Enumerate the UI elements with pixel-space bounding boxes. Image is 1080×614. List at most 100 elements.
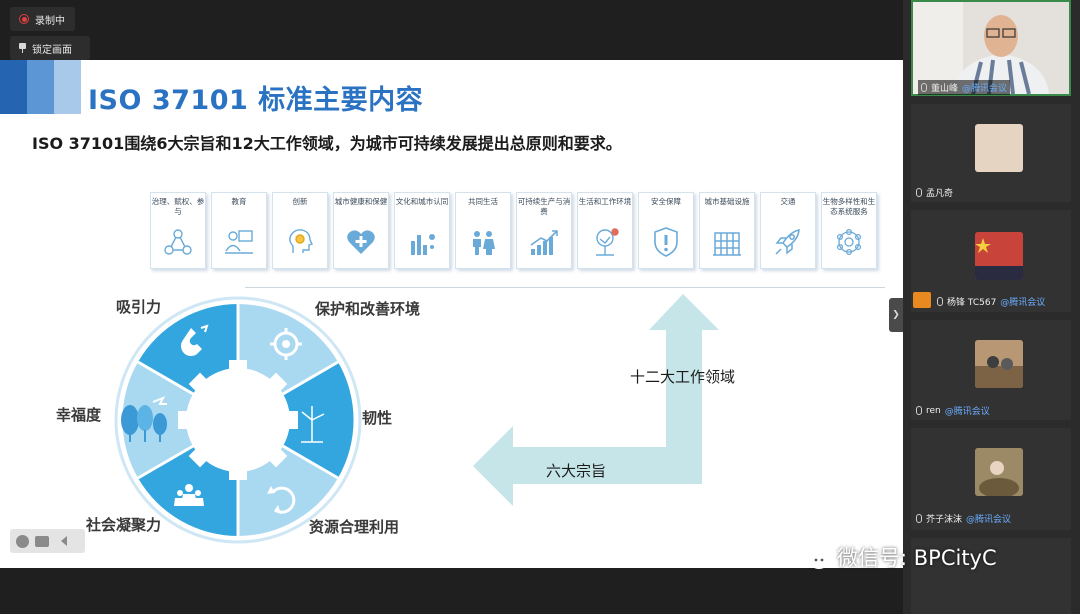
- domain-card: 城市基础设施: [699, 192, 755, 269]
- domain-label: 生物多样性和生态系统服务: [822, 197, 876, 216]
- participant-tag: @腾讯会议: [962, 84, 1008, 94]
- panel-toggle-button[interactable]: ❯: [889, 298, 903, 332]
- community-icon: [174, 484, 204, 506]
- domain-card: 生活和工作环境: [577, 192, 633, 269]
- wind-turbine-icon: [301, 406, 325, 443]
- growth-icon: [530, 230, 558, 255]
- avatar: [975, 448, 1023, 496]
- participant-name-row: 董山峰@腾讯会议: [918, 80, 1011, 95]
- avatar-image: [975, 340, 1023, 388]
- participant-name: 杨锋 TC567: [947, 298, 997, 308]
- recording-indicator[interactable]: 录制中: [10, 7, 75, 31]
- purpose-wellbeing: 幸福度: [56, 406, 102, 424]
- recording-label: 录制中: [35, 15, 65, 27]
- domain-card: 城市健康和保健: [333, 192, 389, 269]
- domain-row: 治理、赋权、参与 教育 创新 城市健康和保健 文化和城市认同 共同生活: [150, 192, 877, 269]
- participant-tile[interactable]: [911, 538, 1071, 614]
- six-purposes-label: 六大宗旨: [546, 462, 607, 480]
- wechat-icon: [796, 543, 829, 569]
- settings-gear-icon: [270, 328, 302, 360]
- watermark-text: 微信号: BPCityC: [837, 546, 997, 570]
- domain-card: 可持续生产与消费: [516, 192, 572, 269]
- participant-name: 孟凡奇: [926, 189, 954, 199]
- domain-label: 安全保障: [651, 197, 681, 206]
- participant-panel: 董山峰@腾讯会议 孟凡奇 杨锋 TC567@腾讯会议: [903, 0, 1080, 614]
- purpose-resource-use: 资源合理利用: [309, 518, 400, 536]
- tree-icon: [596, 228, 619, 256]
- participant-tag: @腾讯会议: [944, 407, 990, 417]
- video-feed: [913, 2, 1069, 94]
- purpose-wheel: [114, 296, 362, 544]
- purpose-resilience: 韧性: [362, 409, 393, 427]
- domain-card: 共同生活: [455, 192, 511, 269]
- domain-card: 创新: [272, 192, 328, 269]
- mic-icon: [916, 406, 922, 415]
- rocket-icon: [775, 229, 800, 255]
- domain-label: 教育: [231, 197, 247, 206]
- participant-name: 芥子沫沫: [926, 515, 963, 525]
- purpose-environment: 保护和改善环境: [315, 300, 421, 318]
- slide-subtitle: ISO 37101围绕6大宗旨和12大工作领域，为城市可持续发展提出总原则和要求…: [32, 134, 622, 153]
- domain-card: 安全保障: [638, 192, 694, 269]
- lock-screen-button[interactable]: 锁定画面: [10, 36, 90, 60]
- avatar: [975, 340, 1023, 388]
- heart-cross-icon: [347, 230, 375, 254]
- domain-card: 治理、赋权、参与: [150, 192, 206, 269]
- host-badge-icon: [913, 292, 931, 308]
- record-icon: [19, 14, 29, 24]
- participant-tag: @腾讯会议: [966, 515, 1012, 525]
- mic-icon: [921, 83, 927, 92]
- domain-label: 可持续生产与消费: [517, 197, 571, 216]
- domain-card: 教育: [211, 192, 267, 269]
- decor-strip: [54, 60, 81, 114]
- domain-card: 交通: [760, 192, 816, 269]
- shield-icon: [654, 227, 678, 257]
- participant-tile[interactable]: 孟凡奇: [911, 104, 1071, 202]
- domain-card: 文化和城市认同: [394, 192, 450, 269]
- participant-name: ren: [926, 405, 941, 416]
- domain-label: 创新: [292, 197, 308, 206]
- mic-icon: [916, 188, 922, 197]
- eco-icon: [836, 228, 862, 256]
- avatar: [975, 124, 1023, 172]
- domain-label: 共同生活: [468, 197, 498, 206]
- avatar: [975, 232, 1023, 280]
- decor-strip: [0, 60, 27, 114]
- network-icon: [164, 229, 192, 255]
- flag-image: [975, 232, 1023, 280]
- participant-name-row: 杨锋 TC567@腾讯会议: [937, 295, 1045, 308]
- divider-line: [245, 287, 885, 288]
- teacher-icon: [225, 230, 253, 254]
- participant-tile[interactable]: 杨锋 TC567@腾讯会议: [911, 210, 1071, 312]
- twelve-domains-label: 十二大工作领域: [630, 368, 736, 386]
- participant-tile[interactable]: 董山峰@腾讯会议: [911, 0, 1071, 96]
- mic-icon: [916, 514, 922, 523]
- collapse-left-icon[interactable]: [61, 536, 67, 546]
- mic-icon: [937, 297, 943, 306]
- chat-icon[interactable]: [35, 535, 49, 547]
- domain-label: 治理、赋权、参与: [151, 197, 205, 216]
- participant-name: 董山峰: [931, 84, 959, 94]
- recycle-icon: [267, 486, 296, 514]
- music-icon: [411, 234, 435, 255]
- domain-label: 生活和工作环境: [578, 197, 632, 206]
- bulb-head-icon: [289, 229, 313, 253]
- participant-name-row: ren@腾讯会议: [916, 404, 990, 417]
- domain-label: 文化和城市认同: [395, 197, 449, 206]
- wechat-watermark: 微信号: BPCityC: [795, 542, 997, 572]
- emoji-icon[interactable]: [16, 534, 29, 548]
- participant-tile[interactable]: ren@腾讯会议: [911, 320, 1071, 420]
- domain-card: 生物多样性和生态系统服务: [821, 192, 877, 269]
- lock-label: 锁定画面: [32, 44, 72, 56]
- domain-label: 城市基础设施: [704, 197, 750, 206]
- shared-slide: ISO 37101 标准主要内容 ISO 37101围绕6大宗旨和12大工作领域…: [0, 60, 903, 568]
- annotation-toolbar: [10, 529, 85, 553]
- purpose-cohesion: 社会凝聚力: [86, 516, 162, 534]
- participant-tile[interactable]: 芥子沫沫@腾讯会议: [911, 428, 1071, 530]
- domain-label: 交通: [780, 197, 796, 206]
- purpose-attractiveness: 吸引力: [116, 298, 162, 316]
- people-icon: [473, 231, 495, 255]
- participant-name-row: 芥子沫沫@腾讯会议: [916, 512, 1011, 525]
- pin-icon: [19, 43, 26, 53]
